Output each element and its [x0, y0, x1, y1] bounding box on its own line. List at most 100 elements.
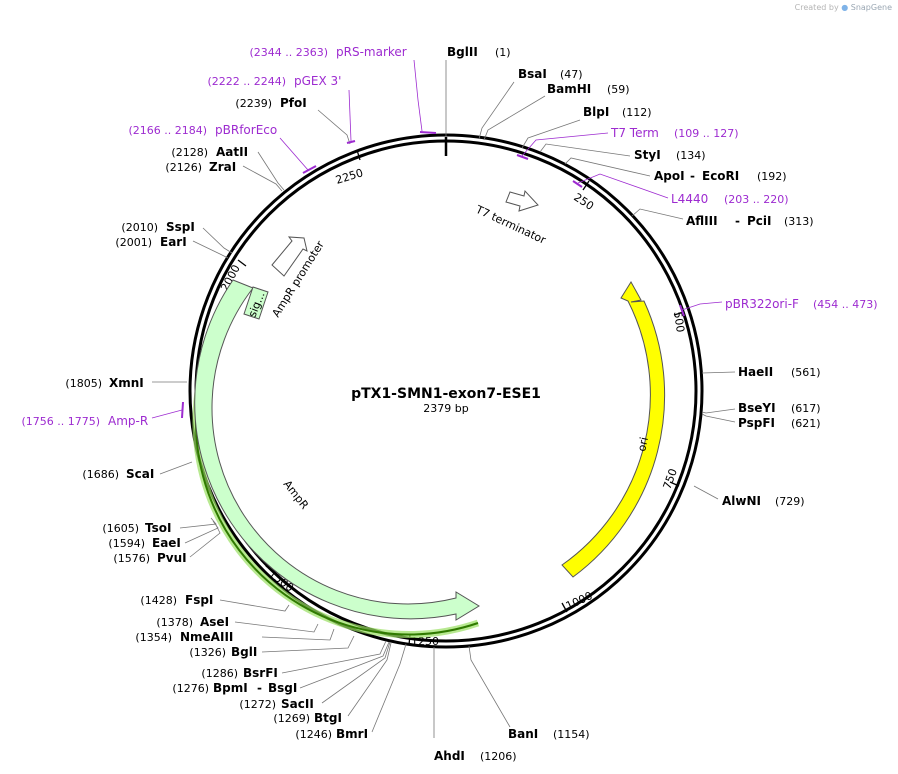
enzyme-name-pvui: PvuI: [157, 551, 187, 565]
enzyme-label-tsoi[interactable]: (1605) TsoI: [102, 521, 171, 535]
enzyme-name-bsai: BsaI: [518, 67, 547, 81]
enzyme-pos-sspi: (2010): [121, 221, 158, 234]
enzyme-label-alwni[interactable]: AlwNI (729): [722, 494, 805, 508]
ampr-line: [194, 299, 479, 636]
ampr-promoter-arrow[interactable]: [271, 236, 308, 277]
snapgene-credit: Created by ● SnapGene: [795, 3, 892, 12]
enzyme-label-pvui[interactable]: (1576) PvuI: [113, 551, 186, 565]
enzyme-label-apoi-ecori[interactable]: ApoI - EcoRI (192): [654, 169, 787, 183]
sig-feature[interactable]: [243, 286, 269, 320]
enzyme-name-tsoi: TsoI: [145, 521, 171, 535]
enzyme-label-bglii[interactable]: BglII (1): [447, 45, 511, 59]
enzyme-name-bseyi: BseYI: [738, 401, 776, 415]
enzyme-label-bsai[interactable]: BsaI (47): [518, 67, 583, 81]
enzyme-label-sacii[interactable]: (1272) SacII: [239, 697, 313, 711]
ori-feature[interactable]: [561, 281, 666, 578]
enzyme-pos-aatii: (2128): [171, 146, 208, 159]
enzyme-name-fspi: FspI: [185, 593, 213, 607]
primer-range-prs-marker: (2344 .. 2363): [249, 46, 328, 59]
enzyme-name-bmri: BmrI: [336, 727, 368, 741]
enzyme-name-eari: EarI: [160, 235, 187, 249]
enzyme-pos-eari: (2001): [115, 236, 152, 249]
enzyme-pos-sacii: (1272): [239, 698, 276, 711]
primer-label-pgex3[interactable]: (2222 .. 2244) pGEX 3': [207, 74, 341, 88]
enzyme-pos-bani: (1154): [553, 728, 590, 741]
enzyme-name-styi: StyI: [634, 148, 661, 162]
enzyme-pos-blpi: (112): [622, 106, 652, 119]
enzyme-label-ahdi[interactable]: AhdI (1206): [434, 749, 517, 763]
primer-name-pbr322ori-f: pBR322ori-F: [725, 297, 799, 311]
primer-name-prs-marker: pRS-marker: [336, 45, 407, 59]
enzyme-pos-bseyi: (617): [791, 402, 821, 415]
enzyme-pos-bamhi: (59): [607, 83, 630, 96]
enzyme-pos-afliii: (313): [784, 215, 814, 228]
primer-label-amp-r[interactable]: (1756 .. 1775) Amp-R: [21, 414, 148, 428]
enzyme-name-blpi: BlpI: [583, 105, 609, 119]
enzyme-pos-pspfi: (621): [791, 417, 821, 430]
t7-terminator-arrow[interactable]: [505, 189, 539, 212]
enzyme-label-bamhi[interactable]: BamHI (59): [547, 82, 630, 96]
enzyme-label-bani[interactable]: BanI (1154): [508, 727, 590, 741]
enzyme-label-pspfi[interactable]: PspFI (621): [738, 416, 821, 430]
primer-label-pbrforeco[interactable]: (2166 .. 2184) pBRforEco: [128, 123, 277, 137]
enzyme-label-zrai[interactable]: (2126) ZraI: [165, 160, 236, 174]
enzyme-name-pfoi: PfoI: [280, 96, 307, 110]
primer-label-prs-marker[interactable]: (2344 .. 2363) pRS-marker: [249, 45, 406, 59]
enzyme-label-sspi[interactable]: (2010) SspI: [121, 220, 194, 234]
ampr-label: AmpR: [281, 478, 312, 512]
enzyme-label-bsrfi[interactable]: (1286) BsrFI: [201, 666, 277, 680]
enzyme-label-asei[interactable]: (1378) AseI: [156, 615, 229, 629]
enzyme-dash-afliii: -: [735, 214, 740, 228]
snapgene-logo-icon: ●: [841, 3, 849, 12]
primer-label-pbr322ori-f[interactable]: pBR322ori-F (454 .. 473): [725, 297, 878, 311]
tick-label-2250: 2250: [334, 166, 365, 187]
enzyme-label-pfoi[interactable]: (2239) PfoI: [235, 96, 306, 110]
primer-range-pgex3: (2222 .. 2244): [207, 75, 286, 88]
enzyme-label-haeii[interactable]: HaeII (561): [738, 365, 821, 379]
enzyme-label-eari[interactable]: (2001) EarI: [115, 235, 186, 249]
primer-range-pbr322ori-f: (454 .. 473): [813, 298, 878, 311]
enzyme-label-eaei[interactable]: (1594) EaeI: [108, 536, 180, 550]
enzyme-label-styi[interactable]: StyI (134): [634, 148, 706, 162]
enzyme-label-xmni[interactable]: (1805) XmnI: [65, 376, 143, 390]
enzyme-pos-bsai: (47): [560, 68, 583, 81]
enzyme-label-btgi[interactable]: (1269) BtgI: [273, 711, 342, 725]
primer-range-amp-r: (1756 .. 1775): [21, 415, 100, 428]
enzyme-name-haeii: HaeII: [738, 365, 773, 379]
enzyme-label-bgli[interactable]: (1326) BglI: [189, 645, 257, 659]
enzyme-name-bsgi: BsgI: [268, 681, 297, 695]
enzyme-label-nmeaiii[interactable]: (1354) NmeAIII: [135, 630, 233, 644]
enzyme-name-bamhi: BamHI: [547, 82, 591, 96]
enzyme-label-bseyi[interactable]: BseYI (617): [738, 401, 821, 415]
enzyme-name-zrai: ZraI: [209, 160, 236, 174]
enzyme-pos-xmni: (1805): [65, 377, 102, 390]
primer-label-l4440[interactable]: L4440 (203 .. 220): [671, 192, 789, 206]
primer-label-t7-term[interactable]: T7 Term (109 .. 127): [610, 126, 739, 140]
right-leader-lines: [433, 60, 736, 738]
enzyme-label-bmri[interactable]: (1246) BmrI: [295, 727, 368, 741]
enzyme-label-fspi[interactable]: (1428) FspI: [140, 593, 213, 607]
enzyme-label-aatii[interactable]: (2128) AatII: [171, 145, 248, 159]
enzyme-pos-nmeaiii: (1354): [135, 631, 172, 644]
enzyme-name-asei: AseI: [200, 615, 229, 629]
primer-leader-lines: [151, 59, 723, 419]
enzyme-pos-bgli: (1326): [189, 646, 226, 659]
ampr-feature[interactable]: [194, 279, 480, 621]
enzyme-label-afliii-pcii[interactable]: AflIII - PciI (313): [686, 214, 814, 228]
enzyme-name-pspfi: PspFI: [738, 416, 775, 430]
enzyme-label-bpmi-bsgi[interactable]: (1276) BpmI - BsgI: [172, 681, 297, 695]
ori-label: ori: [635, 436, 651, 453]
enzyme-name-bpmi: BpmI: [213, 681, 248, 695]
enzyme-pos-pfoi: (2239): [235, 97, 272, 110]
enzyme-label-blpi[interactable]: BlpI (112): [583, 105, 652, 119]
enzyme-label-scai[interactable]: (1686) ScaI: [82, 467, 154, 481]
t7-terminator-label: T7 terminator: [473, 203, 548, 247]
enzyme-pos-bglii: (1): [495, 46, 511, 59]
enzyme-pos-alwni: (729): [775, 495, 805, 508]
enzyme-pos-eaei: (1594): [108, 537, 145, 550]
tick-label-500: 500: [671, 311, 687, 334]
enzyme-name-afliii: AflIII: [686, 214, 718, 228]
enzyme-name-bani: BanI: [508, 727, 538, 741]
primer-name-amp-r: Amp-R: [108, 414, 148, 428]
credit-brand: SnapGene: [850, 3, 892, 12]
